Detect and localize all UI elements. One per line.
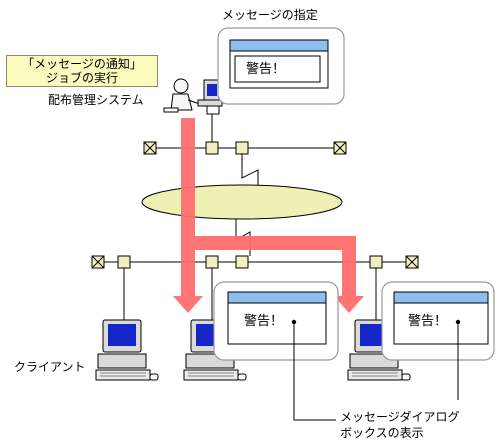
admin-person-icon <box>163 78 201 113</box>
job-flow-arrows <box>173 118 364 313</box>
top-network-segment <box>143 110 347 196</box>
job-label-line2: ジョブの実行 <box>45 71 118 85</box>
message-spec-label: メッセージの指定 <box>222 8 318 22</box>
client-label: クライアント <box>14 360 86 374</box>
job-execution-box: 「メッセージの通知」 ジョブの実行 <box>6 55 158 87</box>
right-dialog-warning: 警告！ <box>408 314 448 329</box>
dialog-display-label-line1: メッセージダイアログ <box>340 410 460 424</box>
right-dialog-callout <box>381 281 495 361</box>
top-dialog-callout <box>217 27 345 105</box>
top-dialog-warning: 警告！ <box>246 62 286 77</box>
left-dialog-callout <box>213 281 339 361</box>
job-label-line1: 「メッセージの通知」 <box>22 57 142 71</box>
left-dialog-warning: 警告！ <box>244 314 284 329</box>
wan-cloud <box>141 184 343 220</box>
client-pc-icon <box>95 319 159 381</box>
dist-mgmt-system-label: 配布管理システム <box>48 93 144 107</box>
bottom-network-segment <box>91 255 419 322</box>
dialog-display-label-line2: ボックスの表示 <box>340 426 424 440</box>
admin-pc-icon <box>197 79 223 115</box>
leader-lines <box>293 322 459 421</box>
